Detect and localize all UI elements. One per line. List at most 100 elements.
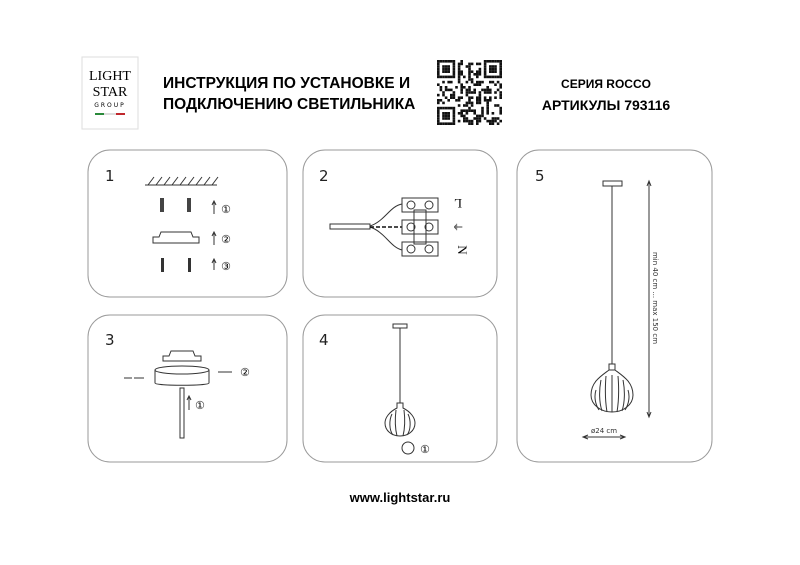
qr-module: [457, 73, 461, 76]
qr-module: [457, 70, 461, 73]
qr-module: [491, 75, 495, 79]
qr-module: [437, 114, 440, 118]
qr-module: [494, 67, 497, 71]
qr-module: [444, 114, 448, 118]
qr-module: [442, 101, 445, 105]
qr-module: [478, 119, 482, 123]
qr-module: [468, 78, 471, 81]
qr-module: [442, 93, 445, 97]
qr-module: [470, 70, 474, 73]
diameter-dimension-arrow: [581, 434, 627, 440]
qr-module: [470, 104, 474, 107]
qr-module: [489, 67, 492, 71]
website-link[interactable]: www.lightstar.ru: [349, 490, 451, 505]
qr-module: [476, 96, 479, 99]
qr-module: [452, 122, 456, 125]
live-label: L: [454, 196, 462, 211]
qr-module: [476, 75, 479, 79]
qr-module: [491, 60, 495, 63]
qr-module: [478, 117, 482, 120]
qr-module: [447, 99, 450, 102]
qr-module: [452, 106, 456, 110]
qr-module: [442, 75, 445, 79]
qr-module: [486, 99, 489, 102]
qr-module: [442, 80, 445, 84]
qr-module: [455, 86, 458, 89]
qr-module: [439, 60, 443, 63]
qr-module: [483, 73, 487, 76]
qr-module: [457, 67, 461, 71]
qr-module: [470, 122, 474, 125]
qr-module: [437, 109, 440, 112]
qr-module: [444, 67, 448, 71]
qr-module: [481, 109, 484, 112]
qr-module: [457, 99, 461, 102]
qr-module: [468, 122, 471, 125]
qr-module: [444, 106, 448, 110]
qr-module: [442, 67, 445, 71]
qr-module: [437, 106, 440, 110]
qr-module: [442, 65, 445, 68]
qr-module: [481, 112, 484, 115]
qr-module: [457, 75, 461, 79]
qr-module: [483, 70, 487, 73]
qr-module: [486, 60, 489, 63]
step-number: 3: [105, 331, 115, 349]
qr-module: [442, 106, 445, 110]
qr-module: [457, 112, 461, 115]
qr-module: [447, 106, 450, 110]
qr-module: [465, 80, 469, 84]
qr-module: [468, 91, 471, 94]
qr-module: [473, 83, 476, 86]
qr-module: [468, 62, 471, 66]
qr-module: [452, 93, 456, 97]
qr-module: [499, 91, 502, 94]
qr-module: [494, 65, 497, 68]
qr-module: [468, 99, 471, 102]
qr-module: [478, 70, 482, 73]
title-line-2: ПОДКЛЮЧЕНИЮ СВЕТИЛЬНИКА: [163, 96, 415, 113]
qr-module: [476, 80, 479, 84]
qr-module: [478, 101, 482, 105]
step-number: 1: [105, 167, 115, 185]
qr-module: [447, 80, 450, 84]
qr-module: [444, 65, 448, 68]
qr-module: [494, 117, 497, 120]
qr-module: [457, 78, 461, 81]
qr-module: [437, 119, 440, 123]
qr-module: [463, 109, 466, 112]
step-number: 2: [319, 167, 329, 185]
qr-module: [476, 101, 479, 105]
arrow-up-icon: [211, 199, 217, 270]
qr-module: [489, 91, 492, 94]
panel-step-1: 1 ① ② ③: [87, 149, 288, 298]
qr-module: [460, 86, 463, 89]
qr-module: [486, 91, 489, 94]
qr-module: [489, 122, 492, 125]
qr-module: [496, 80, 500, 84]
qr-module: [483, 96, 487, 99]
qr-module: [460, 91, 463, 94]
qr-module: [452, 60, 456, 63]
qr-module: [452, 91, 456, 94]
qr-module: [473, 112, 476, 115]
qr-module: [439, 88, 443, 92]
qr-module: [460, 60, 463, 63]
qr-module: [444, 75, 448, 79]
qr-module: [465, 104, 469, 107]
qr-module: [486, 112, 489, 115]
qr-module: [452, 75, 456, 79]
qr-module: [481, 114, 484, 118]
qr-module: [457, 62, 461, 66]
qr-module: [478, 67, 482, 71]
qr-module: [447, 75, 450, 79]
earth-label: ⏚: [451, 222, 463, 232]
qr-module: [442, 122, 445, 125]
qr-module: [452, 117, 456, 120]
qr-module: [447, 112, 450, 115]
qr-module: [499, 112, 502, 115]
qr-module: [465, 88, 469, 92]
qr-module: [437, 75, 440, 79]
qr-module: [486, 101, 489, 105]
qr-module: [476, 99, 479, 102]
